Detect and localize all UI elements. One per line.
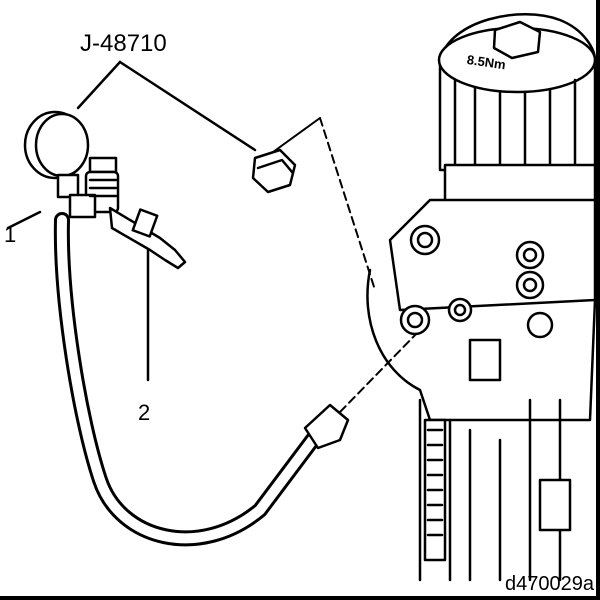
callout-1: 1 [4, 222, 17, 247]
frame-bottom [0, 596, 600, 600]
leader-lines [6, 60, 421, 413]
callout-2: 2 [138, 400, 151, 425]
hose [53, 212, 350, 547]
figure-id: d470029a [505, 573, 594, 595]
tool-number-label: J-48710 [80, 30, 167, 57]
pressure-gauge [23, 110, 90, 199]
frame-right [596, 0, 600, 600]
test-valve [68, 156, 187, 270]
filter-assembly [366, 13, 597, 582]
fitting-nut [251, 148, 297, 194]
